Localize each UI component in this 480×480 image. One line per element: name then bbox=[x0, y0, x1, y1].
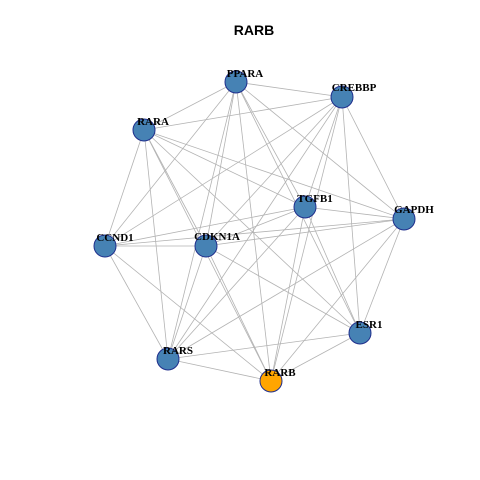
edge-esr1-rarb bbox=[270, 332, 361, 382]
edge-ppara-gapdh bbox=[235, 81, 405, 220]
node-label-ppara: PPARA bbox=[227, 68, 264, 80]
edge-crebbp-gapdh bbox=[341, 96, 405, 220]
edge-ppara-ccnd1 bbox=[104, 81, 237, 247]
edge-ppara-cdkn1a bbox=[205, 81, 237, 247]
edge-crebbp-ccnd1 bbox=[104, 96, 343, 247]
node-circle-rars bbox=[156, 347, 180, 371]
edge-crebbp-esr1 bbox=[341, 96, 361, 334]
edge-tgfb1-rars bbox=[167, 206, 306, 360]
edge-crebbp-rara bbox=[143, 96, 343, 131]
edge-ppara-rars bbox=[167, 81, 237, 360]
edge-gapdh-rars bbox=[167, 218, 405, 360]
edge-gapdh-esr1 bbox=[359, 218, 405, 334]
node-circle-esr1 bbox=[348, 321, 372, 345]
node-label-rara: RARA bbox=[137, 116, 169, 128]
node-label-ccnd1: CCND1 bbox=[96, 232, 133, 244]
node-circle-rara bbox=[132, 118, 156, 142]
node-ccnd1: CCND1 bbox=[93, 232, 134, 258]
node-circle-crebbp bbox=[330, 85, 354, 109]
node-circle-rarb bbox=[259, 369, 283, 393]
edge-ppara-crebbp bbox=[235, 81, 343, 98]
node-label-crebbp: CREBBP bbox=[332, 82, 377, 94]
node-tgfb1: TGFB1 bbox=[293, 193, 333, 219]
edge-gapdh-rarb bbox=[270, 218, 405, 382]
edge-rara-esr1 bbox=[143, 129, 361, 334]
node-rars: RARS bbox=[156, 345, 193, 371]
edge-ppara-rarb bbox=[235, 81, 272, 382]
node-circle-cdkn1a bbox=[194, 234, 218, 258]
node-label-rars: RARS bbox=[163, 345, 193, 357]
edge-cdkn1a-rarb bbox=[205, 245, 272, 382]
node-gapdh: GAPDH bbox=[392, 204, 434, 231]
node-circle-tgfb1 bbox=[293, 195, 317, 219]
edge-ccnd1-rarb bbox=[104, 245, 272, 382]
graph-title: RARB bbox=[234, 22, 274, 38]
node-rara: RARA bbox=[132, 116, 169, 142]
edge-ccnd1-rars bbox=[104, 245, 169, 360]
edge-gapdh-ccnd1 bbox=[104, 218, 405, 247]
edge-rara-cdkn1a bbox=[143, 129, 207, 247]
edge-layer bbox=[104, 81, 405, 382]
node-label-gapdh: GAPDH bbox=[394, 204, 434, 216]
edge-rara-tgfb1 bbox=[143, 129, 306, 208]
node-rarb: RARB bbox=[259, 367, 296, 393]
edge-rara-ccnd1 bbox=[104, 129, 145, 247]
edge-cdkn1a-rars bbox=[167, 245, 207, 360]
edge-rars-rarb bbox=[167, 358, 272, 382]
node-esr1: ESR1 bbox=[348, 319, 383, 345]
node-circle-ccnd1 bbox=[93, 234, 117, 258]
node-cdkn1a: CDKN1A bbox=[194, 231, 240, 258]
edge-crebbp-tgfb1 bbox=[304, 96, 343, 208]
edge-tgfb1-esr1 bbox=[304, 206, 361, 334]
edge-crebbp-cdkn1a bbox=[205, 96, 343, 247]
edge-crebbp-rarb bbox=[270, 96, 343, 382]
edge-ppara-rara bbox=[143, 81, 237, 131]
node-crebbp: CREBBP bbox=[330, 82, 377, 109]
node-label-tgfb1: TGFB1 bbox=[297, 193, 332, 205]
node-ppara: PPARA bbox=[224, 68, 264, 94]
edge-rara-rars bbox=[143, 129, 169, 360]
node-label-esr1: ESR1 bbox=[356, 319, 383, 331]
node-label-cdkn1a: CDKN1A bbox=[194, 231, 240, 243]
edge-tgfb1-cdkn1a bbox=[205, 206, 306, 247]
edge-tgfb1-gapdh bbox=[304, 206, 405, 220]
edge-crebbp-rars bbox=[167, 96, 343, 360]
edge-tgfb1-ccnd1 bbox=[104, 206, 306, 247]
node-circle-gapdh bbox=[392, 207, 416, 231]
edge-gapdh-cdkn1a bbox=[205, 218, 405, 247]
edge-cdkn1a-esr1 bbox=[205, 245, 361, 334]
edge-rara-gapdh bbox=[143, 129, 405, 220]
node-label-rarb: RARB bbox=[264, 367, 296, 379]
edge-tgfb1-rarb bbox=[270, 206, 306, 382]
edge-esr1-rars bbox=[167, 332, 361, 360]
node-circle-ppara bbox=[224, 70, 248, 94]
edge-ppara-tgfb1 bbox=[235, 81, 306, 208]
